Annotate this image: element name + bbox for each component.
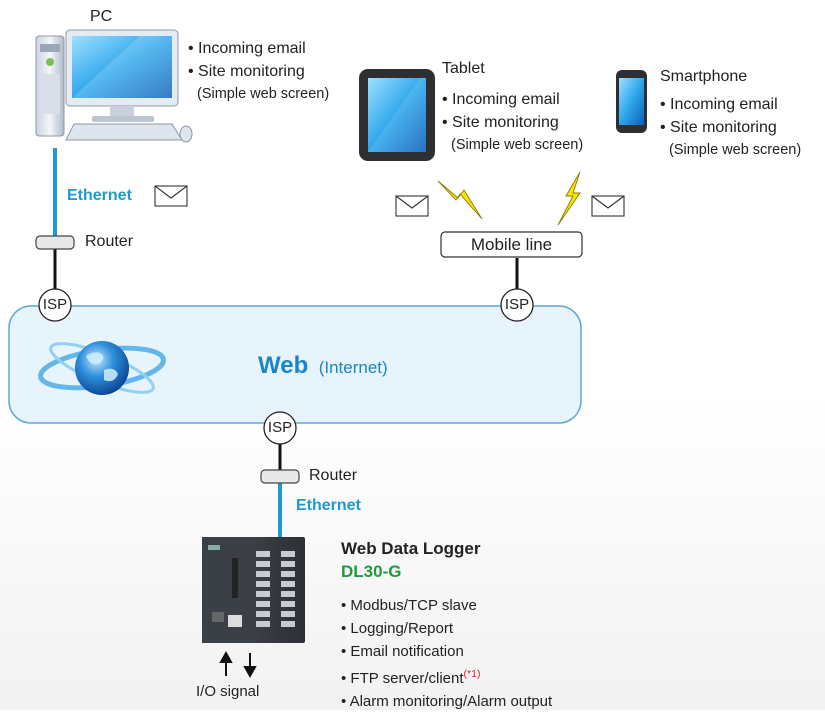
logger-model: DL30-G	[341, 562, 402, 581]
logger-feature-logging: • Logging/Report	[341, 620, 453, 637]
ethernet-label-top: Ethernet	[67, 187, 132, 204]
lightning-icon-tablet	[437, 180, 483, 220]
mobile-line-box	[440, 231, 583, 258]
tablet-title: Tablet	[442, 60, 485, 77]
web-label: Web	[258, 352, 309, 379]
envelope-icon-tablet	[395, 195, 429, 217]
mobile-line-label: Mobile line	[470, 235, 553, 254]
io-signal-label: I/O signal	[196, 683, 260, 700]
router-label-top: Router	[85, 233, 134, 250]
pc-note: (Simple web screen)	[197, 86, 330, 102]
logger-title: Web Data Logger	[341, 539, 481, 558]
smartphone-bullet-monitoring: • Site monitoring	[660, 119, 777, 136]
ethernet-label-bottom: Ethernet	[296, 497, 361, 514]
smartphone-note: (Simple web screen)	[669, 142, 802, 158]
logger-feature-modbus: • Modbus/TCP slave	[341, 597, 477, 614]
envelope-icon-smartphone	[591, 195, 625, 217]
tablet-bullet-monitoring: • Site monitoring	[442, 114, 559, 131]
pc-bullet-monitoring: • Site monitoring	[188, 63, 305, 80]
logger-feature-ftp: • FTP server/client(*1)	[341, 663, 552, 690]
smartphone-title: Smartphone	[660, 68, 748, 85]
envelope-icon-ethernet	[154, 185, 188, 207]
tablet-note: (Simple web screen)	[451, 137, 584, 153]
web-label-group: Web (Internet)	[258, 352, 388, 380]
logger-feature-list: • Modbus/TCP slave • Logging/Report • Em…	[341, 594, 552, 713]
isp-circle-right	[500, 288, 534, 322]
router-icon-top	[35, 235, 75, 250]
pc-feature-list: • Incoming email • Site monitoring (Simp…	[188, 37, 329, 106]
tablet-bullet-email: • Incoming email	[442, 91, 560, 108]
tablet-icon	[359, 69, 435, 161]
logger-feature-alarm: • Alarm monitoring/Alarm output	[341, 693, 553, 710]
isp-circle-left	[38, 288, 72, 322]
pc-icon	[35, 29, 193, 143]
router-icon-bottom	[260, 469, 300, 484]
io-arrows-icon	[219, 650, 257, 679]
smartphone-feature-list: • Incoming email • Site monitoring (Simp…	[660, 93, 801, 162]
smartphone-bullet-email: • Incoming email	[660, 96, 778, 113]
lightning-icon-smartphone	[557, 171, 581, 226]
isp-label-left: ISP	[42, 296, 68, 313]
smartphone-icon	[616, 70, 647, 133]
pc-bullet-email: • Incoming email	[188, 40, 306, 57]
isp-label-right: ISP	[504, 296, 530, 313]
data-logger-icon	[202, 537, 305, 643]
internet-label: (Internet)	[318, 358, 388, 377]
router-label-bottom: Router	[309, 467, 358, 484]
logger-feature-ftp-text: • FTP server/client	[341, 670, 464, 687]
logger-feature-email: • Email notification	[341, 643, 464, 660]
tablet-feature-list: • Incoming email • Site monitoring (Simp…	[442, 88, 583, 157]
globe-icon	[38, 341, 166, 395]
logger-footnote-mark: (*1)	[463, 668, 481, 680]
isp-circle-bottom	[263, 411, 297, 445]
isp-label-bottom: ISP	[267, 419, 293, 436]
pc-title: PC	[90, 8, 113, 25]
